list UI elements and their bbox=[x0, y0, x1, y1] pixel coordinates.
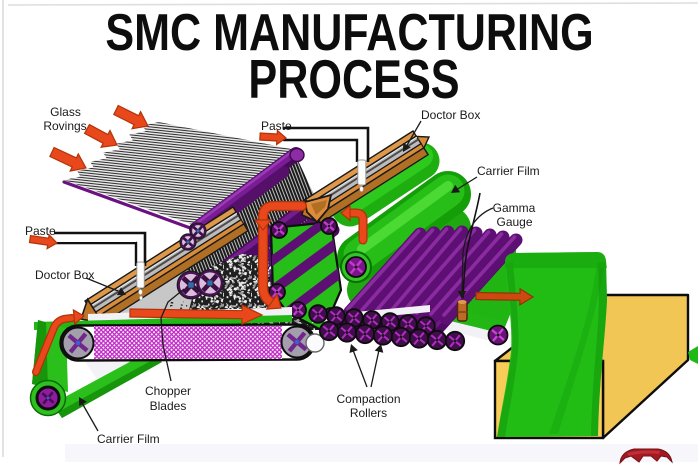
svg-text:Doctor Box: Doctor Box bbox=[421, 108, 480, 122]
svg-text:Doctor Box: Doctor Box bbox=[35, 268, 94, 282]
svg-text:Carrier Film: Carrier Film bbox=[97, 432, 160, 446]
svg-text:Gamma: Gamma bbox=[493, 201, 536, 215]
svg-text:Chopper: Chopper bbox=[145, 384, 191, 398]
svg-text:Rollers: Rollers bbox=[350, 406, 387, 420]
svg-text:SMC MANUFACTURING: SMC MANUFACTURING bbox=[105, 4, 593, 61]
svg-text:Paste: Paste bbox=[25, 224, 56, 238]
svg-text:Compaction: Compaction bbox=[336, 392, 400, 406]
svg-text:Gauge: Gauge bbox=[496, 215, 532, 229]
svg-text:Blades: Blades bbox=[150, 399, 187, 413]
svg-text:Rovings: Rovings bbox=[43, 119, 86, 133]
svg-text:Glass: Glass bbox=[50, 105, 81, 119]
svg-text:Carrier Film: Carrier Film bbox=[477, 164, 540, 178]
svg-text:Paste: Paste bbox=[261, 119, 292, 133]
svg-text:PROCESS: PROCESS bbox=[248, 50, 459, 110]
